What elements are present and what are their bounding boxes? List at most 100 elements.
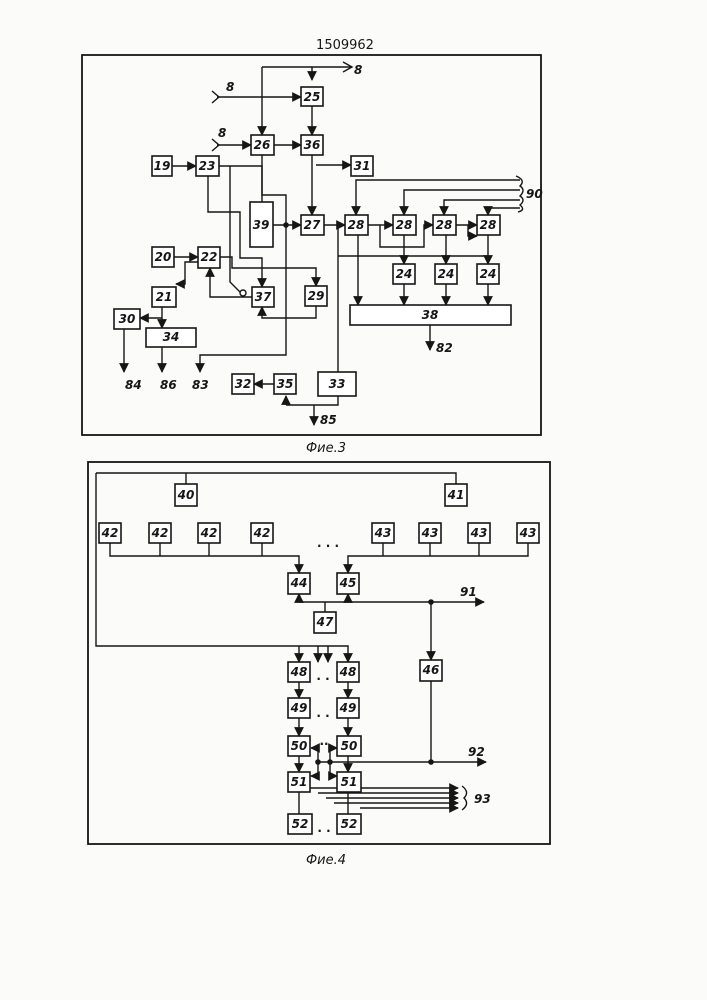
block-20: 20 bbox=[152, 247, 174, 267]
block-43-3: 43 bbox=[468, 523, 490, 543]
svg-text:27: 27 bbox=[304, 218, 321, 232]
figure-4: 40 41 42 42 42 42 43 43 43 43 . . . 44 4… bbox=[88, 462, 550, 868]
output-93-label: 93 bbox=[474, 792, 491, 806]
input-8-mid-label: 8 bbox=[218, 126, 226, 140]
svg-text:40: 40 bbox=[177, 488, 195, 502]
block-48-2: 48 bbox=[337, 662, 359, 682]
block-23: 23 bbox=[196, 156, 219, 176]
block-21: 21 bbox=[152, 287, 176, 307]
svg-text:28: 28 bbox=[436, 218, 453, 232]
block-52-1: 52 bbox=[288, 814, 312, 834]
svg-text:28: 28 bbox=[480, 218, 497, 232]
block-42-3: 42 bbox=[198, 523, 220, 543]
block-52-2: 52 bbox=[337, 814, 361, 834]
block-35: 35 bbox=[274, 374, 296, 394]
output-84-label: 84 bbox=[125, 378, 142, 392]
block-50-1: 50 bbox=[288, 736, 310, 756]
block-19: 19 bbox=[152, 156, 172, 176]
block-46: 46 bbox=[420, 660, 442, 681]
input-8-left-label: 8 bbox=[226, 80, 234, 94]
svg-text:21: 21 bbox=[156, 290, 173, 304]
block-29: 29 bbox=[305, 286, 327, 306]
block-25: 25 bbox=[301, 87, 323, 106]
output-83-label: 83 bbox=[192, 378, 209, 392]
block-28-1: 28 bbox=[345, 215, 368, 235]
svg-text:37: 37 bbox=[255, 290, 272, 304]
block-28-4: 28 bbox=[477, 215, 500, 235]
ellipsis-row-49: . . bbox=[316, 706, 329, 720]
patent-number: 1509962 bbox=[316, 38, 374, 53]
block-31: 31 bbox=[351, 156, 373, 176]
block-42-4: 42 bbox=[251, 523, 273, 543]
block-36: 36 bbox=[301, 135, 323, 155]
svg-text:42: 42 bbox=[200, 526, 218, 540]
block-51-2: 51 bbox=[337, 772, 361, 792]
svg-text:28: 28 bbox=[396, 218, 413, 232]
svg-text:20: 20 bbox=[155, 250, 172, 264]
svg-text:44: 44 bbox=[290, 576, 308, 590]
svg-text:46: 46 bbox=[422, 663, 440, 677]
block-24-3: 24 bbox=[477, 264, 499, 284]
block-43-4: 43 bbox=[517, 523, 539, 543]
svg-text:22: 22 bbox=[201, 250, 218, 264]
block-30: 30 bbox=[114, 309, 140, 329]
svg-text:42: 42 bbox=[151, 526, 169, 540]
block-51-1: 51 bbox=[288, 772, 310, 792]
block-34: 34 bbox=[146, 328, 196, 347]
block-32: 32 bbox=[232, 374, 254, 394]
figure-4-frame bbox=[88, 462, 550, 844]
svg-text:39: 39 bbox=[253, 218, 270, 232]
svg-text:24: 24 bbox=[480, 267, 497, 281]
block-27: 27 bbox=[301, 215, 324, 235]
input-8-top-label: 8 bbox=[354, 63, 362, 77]
svg-text:31: 31 bbox=[354, 159, 371, 173]
svg-text:43: 43 bbox=[374, 526, 392, 540]
svg-text:52: 52 bbox=[292, 817, 309, 831]
svg-text:28: 28 bbox=[348, 218, 365, 232]
output-91-label: 91 bbox=[460, 585, 477, 599]
svg-text:51: 51 bbox=[291, 775, 308, 789]
svg-text:47: 47 bbox=[316, 615, 334, 629]
block-28-2: 28 bbox=[393, 215, 416, 235]
svg-text:33: 33 bbox=[329, 377, 346, 391]
block-38: 38 bbox=[350, 305, 511, 325]
block-24-2: 24 bbox=[435, 264, 457, 284]
svg-text:49: 49 bbox=[339, 701, 357, 715]
svg-text:43: 43 bbox=[421, 526, 439, 540]
svg-text:52: 52 bbox=[341, 817, 358, 831]
ellipsis-top: . . . bbox=[317, 536, 339, 550]
svg-text:49: 49 bbox=[290, 701, 308, 715]
svg-text:25: 25 bbox=[304, 90, 321, 104]
block-43-1: 43 bbox=[372, 523, 394, 543]
svg-text:24: 24 bbox=[396, 267, 413, 281]
svg-text:45: 45 bbox=[339, 576, 357, 590]
svg-text:43: 43 bbox=[470, 526, 488, 540]
svg-text:32: 32 bbox=[235, 377, 252, 391]
block-47: 47 bbox=[314, 612, 336, 633]
block-42-1: 42 bbox=[99, 523, 121, 543]
block-49-1: 49 bbox=[288, 698, 310, 718]
svg-text:48: 48 bbox=[339, 665, 357, 679]
svg-text:50: 50 bbox=[291, 739, 308, 753]
block-49-2: 49 bbox=[337, 698, 359, 718]
block-26: 26 bbox=[251, 135, 274, 155]
ellipsis-row-50: .. bbox=[319, 734, 328, 748]
block-43-2: 43 bbox=[419, 523, 441, 543]
svg-text:36: 36 bbox=[304, 138, 321, 152]
svg-text:26: 26 bbox=[254, 138, 271, 152]
svg-text:43: 43 bbox=[519, 526, 537, 540]
figure-3-caption: Фие.3 bbox=[306, 441, 346, 456]
ellipsis-row-48: . . bbox=[316, 669, 329, 683]
output-86-label: 86 bbox=[160, 378, 177, 392]
svg-text:42: 42 bbox=[101, 526, 119, 540]
block-22: 22 bbox=[198, 247, 220, 268]
block-44: 44 bbox=[288, 573, 310, 594]
block-48-1: 48 bbox=[288, 662, 310, 682]
input-90-label: 90 bbox=[526, 187, 543, 201]
svg-text:51: 51 bbox=[341, 775, 358, 789]
block-50-2: 50 bbox=[337, 736, 361, 756]
figure-3: 25 26 36 19 23 31 39 27 28 28 28 28 20 2… bbox=[82, 55, 543, 456]
svg-text:48: 48 bbox=[290, 665, 308, 679]
svg-text:35: 35 bbox=[277, 377, 294, 391]
